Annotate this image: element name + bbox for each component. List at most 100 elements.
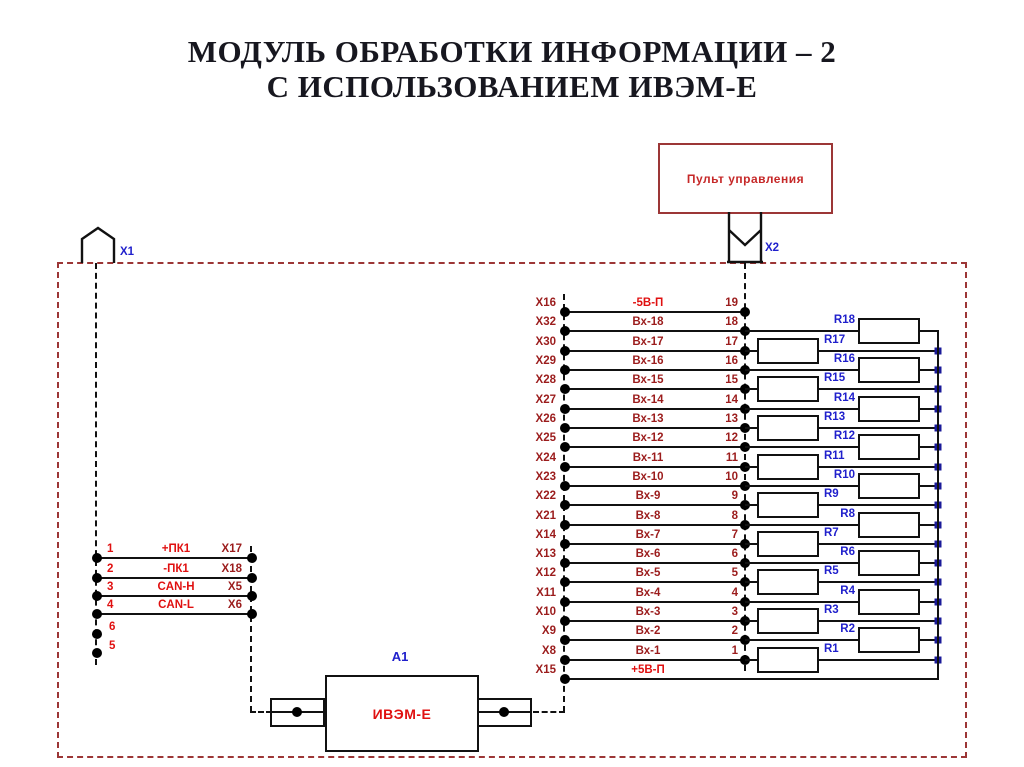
row-signal-label: Вх-17 (632, 336, 664, 348)
row-signal-label: Вх-10 (632, 471, 664, 483)
resistor-box (858, 473, 920, 499)
row-left-node (560, 384, 570, 394)
resistor-wire (745, 543, 938, 545)
resistor-label: R8 (840, 508, 855, 520)
ivem-right-terminal-dot (499, 707, 509, 717)
resistor-label: R13 (824, 411, 846, 423)
row-wire (565, 369, 745, 371)
row-pin-number: 15 (725, 374, 738, 386)
row-pin-number: 4 (731, 587, 738, 599)
row-pin-number: 13 (725, 413, 738, 425)
right-terminal-dashed-link (533, 711, 565, 713)
resistor-wire (745, 388, 938, 390)
row-pin-number: 11 (725, 452, 738, 464)
row-signal-label: CAN-L (158, 599, 194, 611)
resistor-box (858, 589, 920, 615)
row-left-node (560, 539, 570, 549)
row-connector-label: X23 (535, 471, 556, 483)
row-wire (565, 446, 745, 448)
row-connector-label: X16 (535, 297, 556, 309)
control-panel-box: Пульт управления (658, 143, 833, 214)
resistor-wire (745, 620, 938, 622)
row-signal-label: Вх-3 (635, 606, 661, 618)
row-wire (565, 311, 745, 313)
ivem-left-terminal-dot (292, 707, 302, 717)
row-pin-number: 1 (731, 645, 738, 657)
spare-pin-node (92, 648, 102, 658)
row-left-node (92, 553, 102, 563)
row-connector-label: X30 (535, 336, 556, 348)
resistor-wire (745, 581, 938, 583)
row-pin-number: 17 (725, 336, 738, 348)
row-left-node (92, 591, 102, 601)
resistor-wire (745, 504, 938, 506)
row-signal-label: Вх-13 (632, 413, 664, 425)
row-signal-label: +ПК1 (161, 543, 191, 555)
spare-pin-node (92, 629, 102, 639)
row-connector-label: X32 (535, 316, 556, 328)
row-right-node (247, 609, 257, 619)
row-signal-label: Вх-15 (632, 374, 664, 386)
row-connector-label: X26 (535, 413, 556, 425)
resistor-label: R17 (824, 334, 846, 346)
row-connector-label: X6 (227, 599, 242, 611)
resistor-wire (745, 562, 938, 564)
row-pin-number: 18 (725, 316, 738, 328)
row-left-node (560, 481, 570, 491)
row-signal-label: Вх-14 (632, 394, 664, 406)
row-wire (565, 466, 745, 468)
row-left-node (560, 423, 570, 433)
row-left-node (92, 609, 102, 619)
x1-dashed-line (95, 263, 97, 665)
row-left-node (560, 616, 570, 626)
resistor-bus (937, 330, 939, 680)
resistor-box (757, 531, 819, 557)
resistor-label: R16 (833, 353, 855, 365)
resistor-wire (745, 601, 938, 603)
row-wire (565, 581, 745, 583)
resistor-wire (745, 659, 938, 661)
row-signal-label: Вх-1 (635, 645, 661, 657)
resistor-label: R7 (824, 527, 839, 539)
row-pin-number: 3 (731, 606, 738, 618)
row-right-node (247, 591, 257, 601)
row-wire (565, 350, 745, 352)
row-wire (565, 620, 745, 622)
left-terminal-dashed-link (250, 711, 272, 713)
spare-pin-number: 6 (109, 621, 116, 633)
row-signal-label: Вх-18 (632, 316, 664, 328)
resistor-wire (745, 466, 938, 468)
resistor-label: R15 (824, 372, 846, 384)
row-connector-label: X27 (535, 394, 556, 406)
row-left-node (560, 442, 570, 452)
row-wire (565, 485, 745, 487)
resistor-wire (745, 408, 938, 410)
row-signal-label: Вх-16 (632, 355, 664, 367)
row-connector-label: X15 (535, 664, 556, 676)
title-line-1: МОДУЛЬ ОБРАБОТКИ ИНФОРМАЦИИ – 2 (187, 34, 837, 69)
row-left-node (560, 635, 570, 645)
resistor-wire (745, 639, 938, 641)
row-pin-number: 12 (725, 432, 738, 444)
resistor-box (757, 647, 819, 673)
row-connector-label: X24 (535, 452, 556, 464)
resistor-label: R3 (824, 604, 839, 616)
row-left-node (560, 404, 570, 414)
row-connector-label: X29 (535, 355, 556, 367)
ivem-module-label: ИВЭМ-Е (372, 705, 432, 722)
row-pin-number: 9 (731, 490, 738, 502)
row-connector-label: X21 (535, 510, 556, 522)
row-connector-label: X13 (535, 548, 556, 560)
row-left-node (560, 577, 570, 587)
row-wire (565, 427, 745, 429)
page-title: МОДУЛЬ ОБРАБОТКИ ИНФОРМАЦИИ – 2 С ИСПОЛЬ… (0, 34, 1024, 104)
row-signal-label: Вх-9 (635, 490, 661, 502)
resistor-wire (745, 485, 938, 487)
row-pin-number: 19 (725, 297, 738, 309)
resistor-wire (745, 446, 938, 448)
resistor-box (858, 318, 920, 344)
row-signal-label: Вх-8 (635, 510, 661, 522)
resistor-label: R5 (824, 565, 839, 577)
